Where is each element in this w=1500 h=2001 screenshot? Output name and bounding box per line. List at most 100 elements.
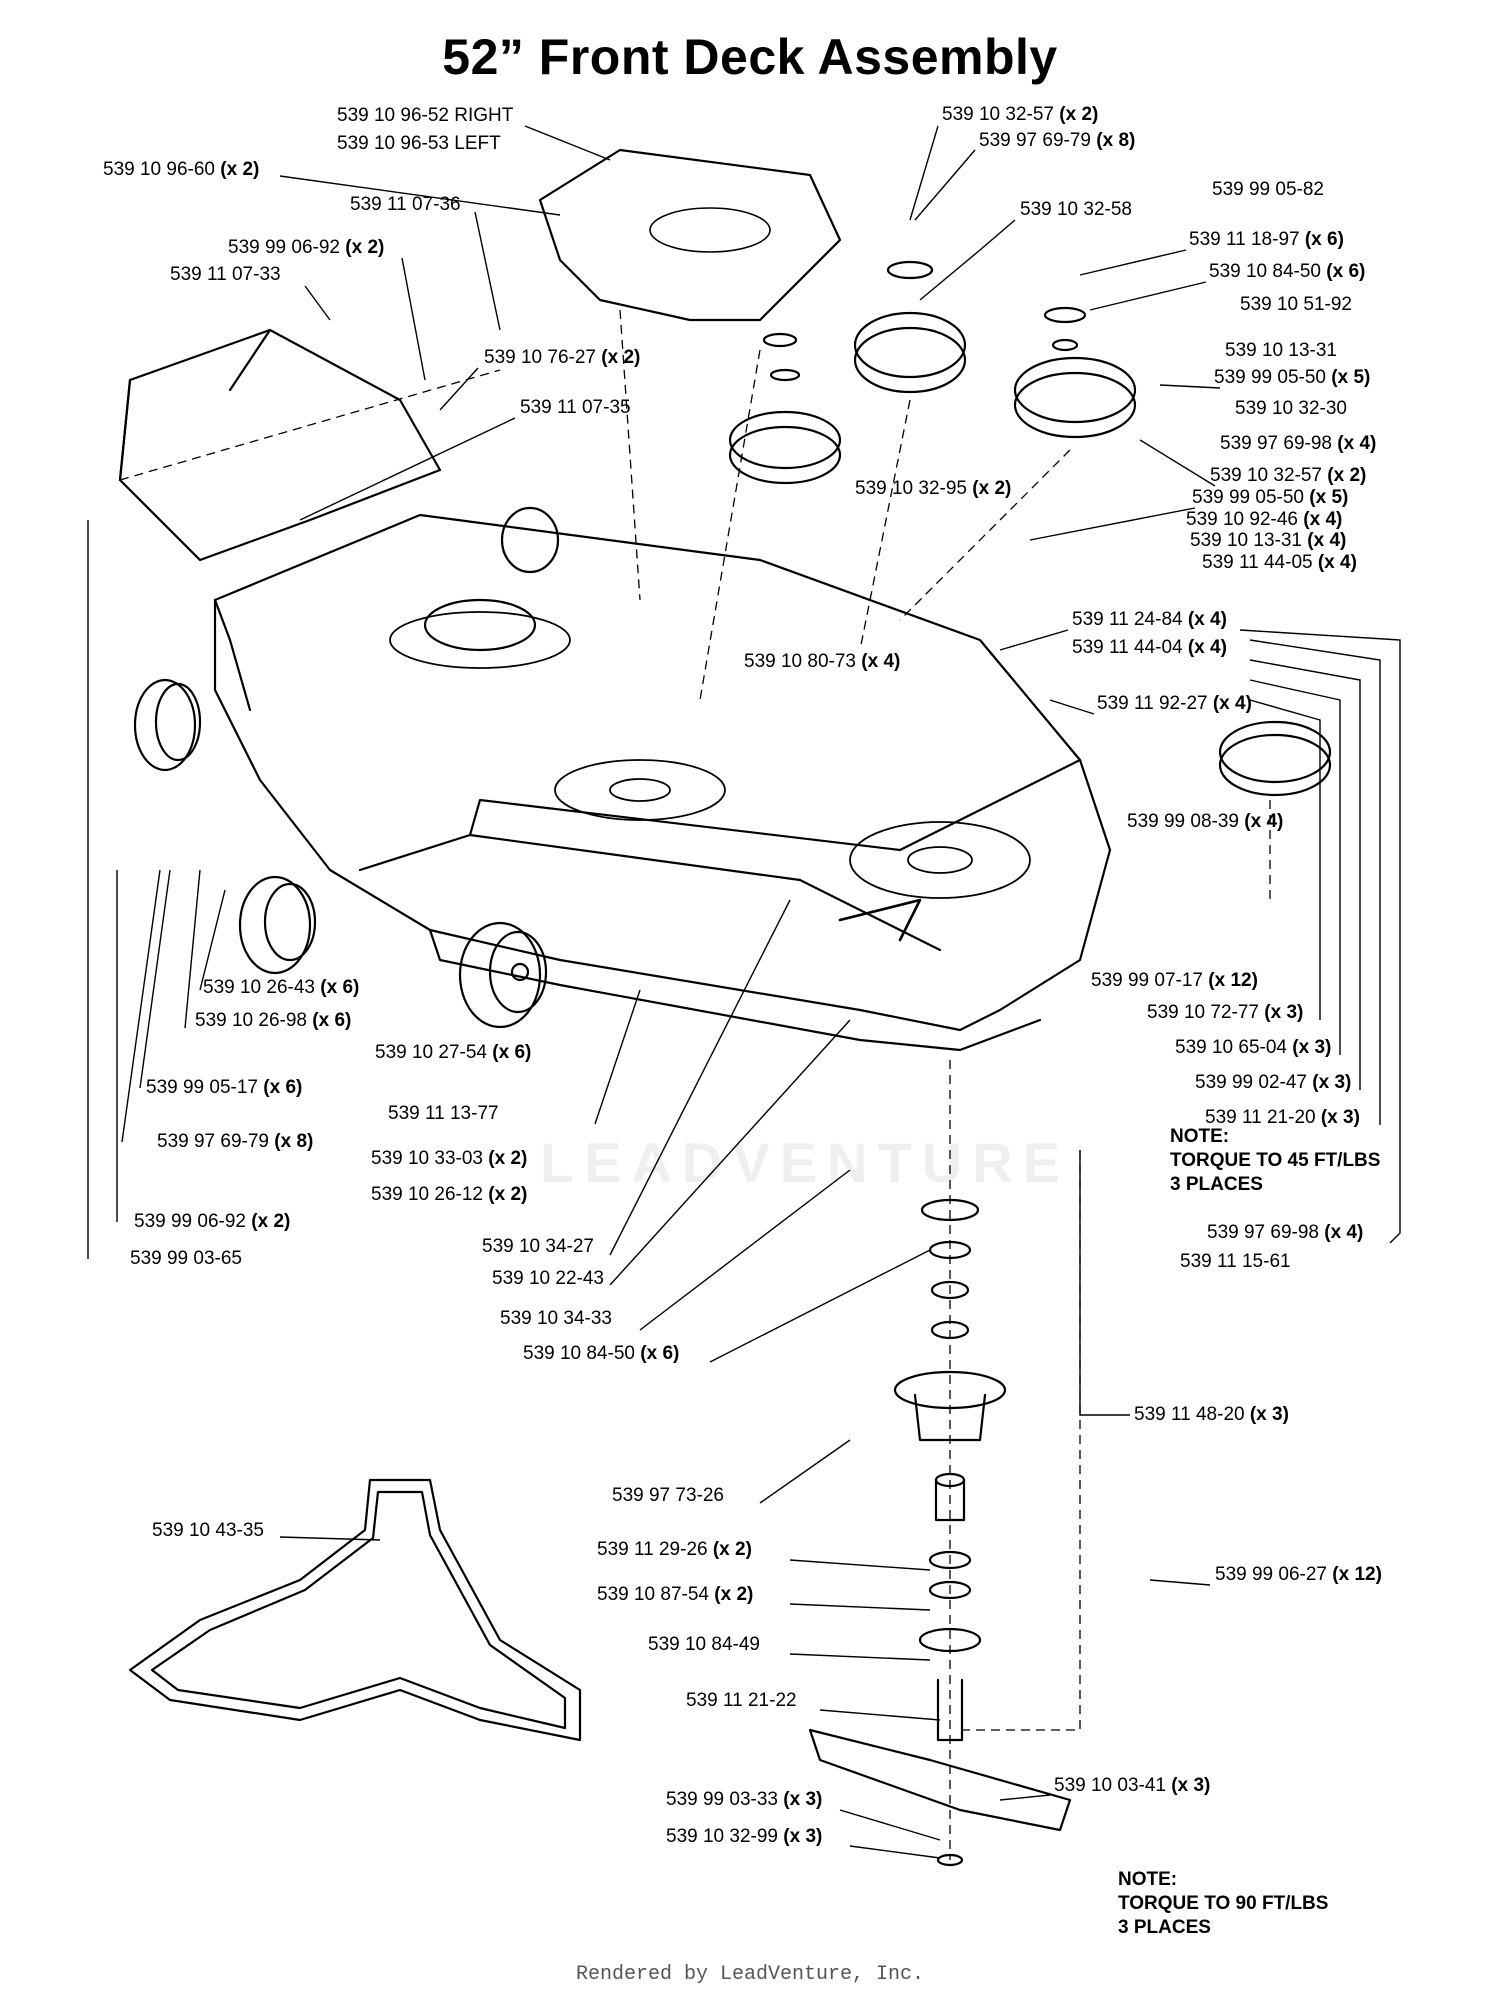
part-number: 539 10 96-53 LEFT	[337, 133, 501, 154]
part-number: 539 10 26-12	[371, 1184, 483, 1205]
part-number: 539 11 48-20	[1134, 1404, 1245, 1425]
note-line: 3 PLACES	[1118, 1917, 1211, 1938]
part-number: 539 11 29-26	[597, 1539, 708, 1560]
part-label: 539 11 21-20 (x 3)	[1205, 1107, 1360, 1129]
part-quantity: (x 2)	[345, 237, 385, 258]
part-number: 539 10 32-57	[1210, 465, 1322, 486]
part-label: 539 10 84-50 (x 6)	[523, 1343, 679, 1365]
part-quantity: (x 4)	[1317, 552, 1357, 573]
part-label: 539 10 26-12 (x 2)	[371, 1184, 527, 1206]
part-quantity: (x 2)	[220, 159, 260, 180]
part-quantity: (x 6)	[320, 977, 360, 998]
part-number: 539 10 96-52 RIGHT	[337, 105, 514, 126]
part-number: 539 10 13-31	[1225, 340, 1337, 361]
part-quantity: (x 3)	[1292, 1037, 1332, 1058]
part-quantity: (x 3)	[1249, 1404, 1289, 1425]
part-label: 539 10 27-54 (x 6)	[375, 1042, 531, 1064]
part-number: 539 10 26-43	[203, 977, 315, 998]
part-label: 539 11 48-20 (x 3)	[1134, 1404, 1289, 1426]
part-quantity: (x 6)	[263, 1077, 303, 1098]
blade-spindle	[808, 1198, 1072, 1867]
part-number: 539 11 21-20	[1205, 1107, 1316, 1128]
part-number: 539 10 22-43	[492, 1268, 604, 1289]
part-quantity: (x 3)	[783, 1826, 823, 1847]
discharge-chute	[118, 328, 442, 562]
part-quantity: (x 4)	[1337, 433, 1377, 454]
footer-credit: Rendered by LeadVenture, Inc.	[575, 1963, 925, 1986]
part-label: 539 11 18-97 (x 6)	[1189, 229, 1344, 251]
part-quantity: (x 2)	[1327, 465, 1367, 486]
part-quantity: (x 5)	[1309, 487, 1349, 508]
part-label: 539 11 07-35	[520, 397, 631, 419]
part-label: 539 10 03-41 (x 3)	[1054, 1775, 1210, 1797]
part-label: 539 97 69-79 (x 8)	[157, 1131, 313, 1153]
part-label: 539 99 03-65	[130, 1248, 242, 1270]
part-label: 539 11 92-27 (x 4)	[1097, 693, 1252, 715]
part-number: 539 99 06-27	[1215, 1564, 1327, 1585]
note-line: TORQUE TO 90 FT/LBS	[1118, 1893, 1329, 1914]
watermark-text: LEADVENTURE	[540, 1131, 1071, 1194]
page-title: 52” Front Deck Assembly	[442, 29, 1058, 85]
part-number: 539 10 03-41	[1054, 1775, 1166, 1796]
part-number: 539 99 07-17	[1091, 970, 1203, 991]
part-label: 539 99 05-17 (x 6)	[146, 1077, 302, 1099]
part-number: 539 10 84-49	[648, 1634, 760, 1655]
part-number: 539 99 03-33	[666, 1789, 778, 1810]
part-label: 539 10 84-49	[648, 1634, 760, 1656]
part-number: 539 10 65-04	[1175, 1037, 1287, 1058]
part-number: 539 10 51-92	[1240, 294, 1352, 315]
part-quantity: (x 6)	[1304, 229, 1344, 250]
part-number: 539 97 69-79	[979, 130, 1091, 151]
part-label: 539 10 32-95 (x 2)	[855, 478, 1011, 500]
part-number: 539 11 07-35	[520, 397, 631, 418]
drive-belt	[128, 1478, 582, 1742]
note-line: 3 PLACES	[1170, 1174, 1263, 1195]
part-label: 539 97 73-26	[612, 1485, 724, 1507]
part-number: 539 10 92-46	[1186, 509, 1298, 530]
part-number: 539 11 07-36	[350, 194, 461, 215]
part-number: 539 11 07-33	[170, 264, 281, 285]
part-label: 539 99 06-27 (x 12)	[1215, 1564, 1382, 1586]
part-label: 539 10 32-99 (x 3)	[666, 1826, 822, 1848]
part-label: 539 11 15-61	[1180, 1251, 1291, 1273]
part-number: 539 97 69-79	[157, 1131, 269, 1152]
part-label: 539 10 65-04 (x 3)	[1175, 1037, 1331, 1059]
part-number: 539 99 06-92	[134, 1211, 246, 1232]
part-label: 539 10 32-57 (x 2)	[942, 104, 1098, 126]
part-label: 539 10 33-03 (x 2)	[371, 1148, 527, 1170]
part-label: 539 99 03-33 (x 3)	[666, 1789, 822, 1811]
part-label: 539 10 92-46 (x 4)	[1186, 509, 1342, 531]
part-quantity: (x 2)	[488, 1184, 528, 1205]
part-number: 539 10 96-60	[103, 159, 215, 180]
part-quantity: (x 4)	[1244, 811, 1284, 832]
part-quantity: (x 2)	[1059, 104, 1099, 125]
part-number: 539 99 05-82	[1212, 179, 1324, 200]
part-number: 539 10 84-50	[523, 1343, 635, 1364]
note-line: NOTE:	[1170, 1126, 1230, 1147]
part-label: 539 10 87-54 (x 2)	[597, 1584, 753, 1606]
part-number: 539 11 92-27	[1097, 693, 1208, 714]
caster-wheels	[133, 506, 560, 1029]
part-quantity: (x 4)	[1324, 1222, 1364, 1243]
part-number: 539 11 21-22	[686, 1690, 797, 1711]
part-label: 539 99 05-50 (x 5)	[1192, 487, 1348, 509]
part-number: 539 11 44-04	[1072, 637, 1183, 658]
part-quantity: (x 4)	[1303, 509, 1343, 530]
part-label: 539 10 72-77 (x 3)	[1147, 1002, 1303, 1024]
part-quantity: (x 2)	[712, 1539, 752, 1560]
part-label: 539 10 34-33	[500, 1308, 612, 1330]
part-number: 539 97 73-26	[612, 1485, 724, 1506]
center-lines	[119, 309, 1271, 1860]
part-number: 539 11 15-61	[1180, 1251, 1291, 1272]
part-label: 539 11 21-22	[686, 1690, 797, 1712]
part-quantity: (x 4)	[861, 651, 901, 672]
part-label: 539 10 96-60 (x 2)	[103, 159, 259, 181]
part-label: 539 10 32-30	[1235, 398, 1347, 420]
part-quantity: (x 4)	[1187, 609, 1227, 630]
part-number: 539 99 03-65	[130, 1248, 242, 1269]
part-quantity: (x 3)	[783, 1789, 823, 1810]
part-label: 539 10 13-31 (x 4)	[1190, 530, 1346, 552]
